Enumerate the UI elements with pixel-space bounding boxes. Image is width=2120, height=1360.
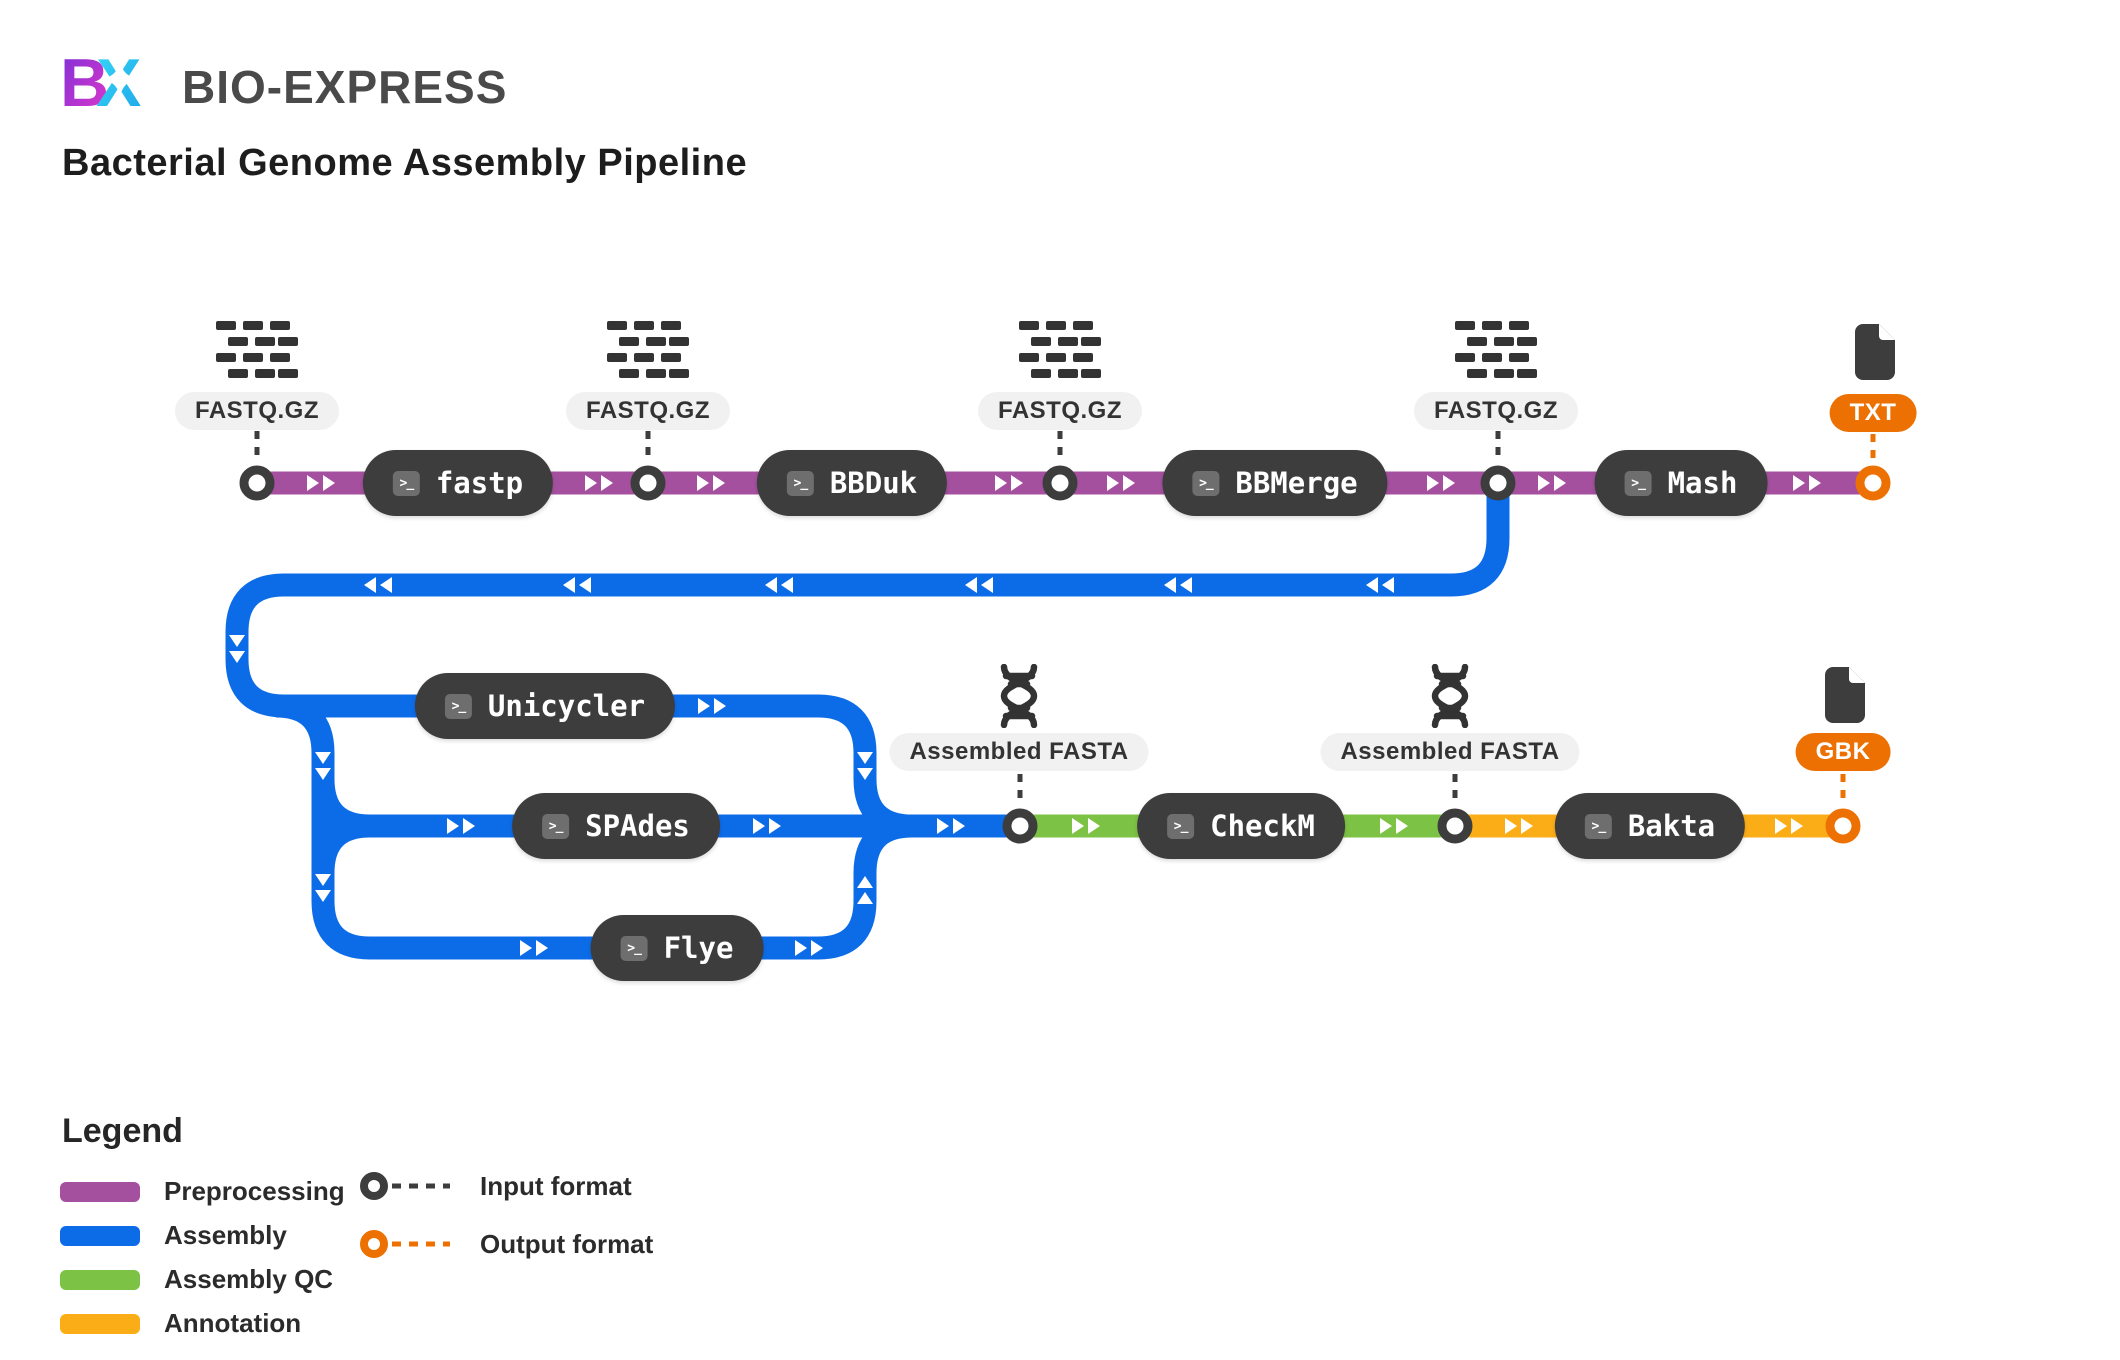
output-format-markers: [1825, 465, 1891, 844]
legend-label: Preprocessing: [164, 1176, 345, 1206]
output-connectors: [1840, 434, 1876, 804]
file-label-assembled-fasta-2: Assembled FASTA: [1320, 733, 1580, 771]
reads-icon: [216, 321, 298, 378]
file-label-txt: TXT: [1829, 394, 1917, 432]
reads-icon: [1455, 321, 1537, 378]
bio-express-logo: B X: [60, 45, 141, 118]
terminal-icon: >_: [1192, 470, 1220, 496]
input-connectors: [254, 431, 1501, 804]
input-format-markers: [239, 465, 1516, 844]
reads-icon: [1019, 321, 1101, 378]
node-label: BBDuk: [829, 466, 918, 500]
legend-heading: Legend: [62, 1112, 183, 1150]
file-label-fastq-4: FASTQ.GZ: [1414, 392, 1578, 430]
legend-label: Input format: [480, 1170, 632, 1201]
svg-text:B: B: [60, 45, 109, 118]
terminal-icon: >_: [1167, 813, 1195, 839]
terminal-icon: >_: [620, 935, 648, 961]
node-unicycler: >_ Unicycler: [414, 673, 676, 739]
sparkle-icon: [102, 60, 138, 98]
dna-icon: [1431, 664, 1469, 728]
terminal-icon: >_: [1624, 470, 1652, 496]
legend-swatch-assembly: [60, 1225, 140, 1246]
node-label: SPAdes: [585, 809, 690, 843]
legend-label: Assembly: [164, 1220, 287, 1250]
legend-label: Annotation: [164, 1308, 302, 1338]
legend-label: Assembly QC: [164, 1264, 334, 1294]
node-label: Flye: [663, 931, 734, 965]
terminal-icon: >_: [392, 470, 420, 496]
terminal-icon: >_: [1584, 813, 1612, 839]
dna-icon: [1000, 664, 1038, 728]
page-title: Bacterial Genome Assembly Pipeline: [62, 142, 748, 184]
node-spades: >_ SPAdes: [512, 793, 720, 859]
node-label: Unicycler: [487, 689, 646, 723]
document-icon: [1825, 667, 1865, 723]
node-label: fastp: [435, 466, 524, 500]
node-checkm: >_ CheckM: [1137, 793, 1345, 859]
file-label-assembled-fasta-1: Assembled FASTA: [889, 733, 1149, 771]
input-format-marker-icon: [360, 1172, 450, 1200]
legend-label: Output format: [480, 1228, 654, 1259]
node-bbmerge: >_ BBMerge: [1162, 450, 1388, 516]
legend-swatch-assembly-qc: [60, 1269, 140, 1290]
node-label: Bakta: [1627, 809, 1716, 843]
legend-swatch-preprocessing: [60, 1181, 140, 1202]
file-label-fastq-3: FASTQ.GZ: [978, 392, 1142, 430]
node-label: Mash: [1667, 466, 1738, 500]
output-format-marker-icon: [360, 1230, 450, 1258]
file-label-fastq-2: FASTQ.GZ: [566, 392, 730, 430]
file-label-fastq-1: FASTQ.GZ: [175, 392, 339, 430]
brand-name: BIO-EXPRESS: [182, 61, 508, 113]
file-label-gbk: GBK: [1795, 733, 1891, 771]
node-mash: >_ Mash: [1594, 450, 1768, 516]
node-label: BBMerge: [1235, 466, 1358, 500]
node-bakta: >_ Bakta: [1554, 793, 1746, 859]
document-icon: [1855, 324, 1895, 380]
node-flye: >_ Flye: [590, 915, 764, 981]
node-fastp: >_ fastp: [362, 450, 554, 516]
terminal-icon: >_: [786, 470, 814, 496]
legend-swatch-annotation: [60, 1313, 140, 1334]
terminal-icon: >_: [444, 693, 472, 719]
reads-icon: [607, 321, 689, 378]
node-bbduk: >_ BBDuk: [756, 450, 948, 516]
terminal-icon: >_: [542, 813, 570, 839]
node-label: CheckM: [1210, 809, 1315, 843]
